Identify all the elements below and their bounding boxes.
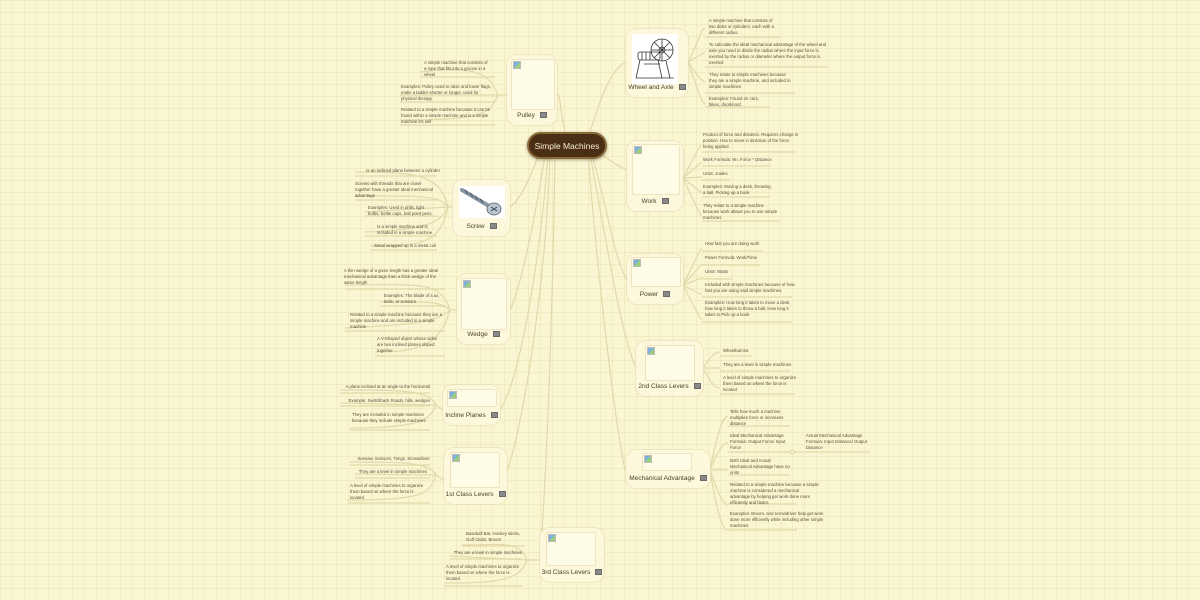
note-text: Metal wrapped up in a metal coil: [374, 243, 436, 248]
node-work[interactable]: Work: [627, 141, 683, 211]
note-text: Work Formula: W= Force * Distance: [703, 157, 772, 162]
note-icon[interactable]: [693, 383, 701, 390]
note-text: A level of simple machines to organize t…: [350, 483, 424, 500]
broken-image-icon: [642, 453, 692, 471]
node-label: Work: [641, 198, 657, 205]
node-mechanical-advantage[interactable]: Mechanical Advantage: [626, 450, 710, 488]
note-text: A level of simple machines to organize t…: [446, 564, 520, 581]
note-text: Baseball Bat, Hockey sticks, Golf Clubs,…: [466, 531, 520, 542]
node-label: Screw: [466, 223, 485, 230]
broken-image-icon: [645, 345, 695, 381]
node-label: Wedge: [467, 331, 488, 338]
note-icon[interactable]: [489, 223, 497, 230]
note-text: Wheelbarrow: [723, 348, 749, 353]
note-icon[interactable]: [699, 475, 707, 482]
note-text: A V-Shaped object whose sides are two in…: [377, 336, 438, 353]
note-icon[interactable]: [492, 331, 500, 338]
note-text: A plane inclined at an angle to the hori…: [345, 384, 430, 389]
note-text: They are a level in simple machines: [723, 362, 792, 367]
note-text: Examples: Used in drills, light bulbs, b…: [368, 205, 432, 216]
node-label: Wheel and Axle: [628, 84, 674, 91]
node-label: Incline Planes: [445, 412, 486, 419]
note-text: Tells how much a machine multiplies forc…: [730, 409, 784, 426]
node-label: Power: [639, 291, 659, 298]
note-icon[interactable]: [595, 569, 603, 576]
note-text: Examples: Pulley used to raise and lower…: [401, 84, 492, 101]
note-text: Examples: Moving a desk, throwing a ball…: [703, 184, 771, 195]
note-text: Examples: How long it takes to move a de…: [705, 300, 791, 317]
note-text: Both Ideal and Actual Mechanical Advanta…: [730, 458, 790, 475]
broken-image-icon: [632, 144, 680, 195]
node-label: 3rd Class Levers: [541, 569, 591, 576]
note-text: Product of force and distance. Requires …: [703, 132, 799, 149]
note-icon[interactable]: [661, 198, 669, 205]
screw-photo: [459, 186, 505, 218]
node-label: 1st Class Levers: [445, 491, 494, 498]
node-3rd-class-levers[interactable]: 3rd Class Levers: [540, 528, 604, 582]
node-1st-class-levers[interactable]: 1st Class Levers: [444, 448, 507, 504]
note-icon[interactable]: [663, 291, 671, 298]
note-text: Actual Mechanical Advantage Formula: Inp…: [806, 433, 867, 450]
note-text: Power Formula: Work/Time: [705, 255, 758, 260]
note-text: A level of simple machines to organize t…: [723, 375, 797, 392]
broken-image-icon: [447, 389, 497, 407]
note-text: Related to a simple machine because they…: [350, 312, 442, 329]
note-text: How fast you are doing work: [705, 241, 760, 246]
note-text: Included with simple machines because of…: [705, 282, 795, 293]
note-text: Ideal Mechanical Advantage Formula: Outp…: [730, 433, 786, 450]
node-label: 2nd Class Levers: [638, 383, 689, 390]
note-icon[interactable]: [498, 491, 506, 498]
note-text: Is a simple machine and is included in a…: [377, 224, 433, 235]
note-text: They are a level in simple machines: [358, 469, 427, 474]
node-label: Mechanical Advantage: [629, 475, 695, 482]
note-text: Seesaw, Scissors, Tongs, Screwdriver: [357, 456, 430, 461]
node-label: Pulley: [517, 112, 535, 119]
node-wedge[interactable]: Wedge: [457, 274, 510, 344]
note-text: Examples: The blade of a ax, knife, or s…: [384, 293, 440, 304]
note-icon[interactable]: [490, 412, 498, 419]
wheel-and-axle-illustration: [632, 34, 678, 84]
broken-image-icon: [461, 278, 507, 330]
broken-image-icon: [631, 257, 681, 287]
node-screw[interactable]: Screw: [453, 180, 510, 236]
note-icon[interactable]: [539, 112, 547, 119]
node-pulley[interactable]: Pulley: [507, 55, 557, 125]
note-icon[interactable]: [678, 84, 686, 91]
note-text: Examples: Found on cars, bikes, doorknor…: [709, 96, 759, 107]
root-node[interactable]: Simple Machines: [527, 132, 607, 159]
note-text: A thin wedge of a given length has a gre…: [344, 268, 439, 285]
node-2nd-class-levers[interactable]: 2nd Class Levers: [636, 341, 703, 396]
root-label: Simple Machines: [534, 140, 600, 151]
note-text: They relate to simple machines because t…: [709, 72, 791, 89]
broken-image-icon: [546, 532, 596, 566]
note-text: They relate to a simple machine because …: [703, 203, 778, 220]
note-text: Units: Joules: [703, 171, 728, 176]
broken-image-icon: [511, 59, 555, 110]
note-text: They are a level in simple machines: [453, 550, 522, 555]
broken-image-icon: [450, 452, 500, 488]
node-power[interactable]: Power: [627, 254, 683, 304]
node-wheel-and-axle[interactable]: Wheel and Axle: [626, 29, 688, 97]
node-incline-planes[interactable]: Incline Planes: [443, 385, 500, 425]
note-text: Units: Watts: [705, 269, 728, 274]
note-text: Related to a simple machine because it c…: [401, 107, 491, 124]
note-text: Example: Switchback Roads, hills, wedges: [348, 398, 430, 403]
note-text: A simple machine that consists of a rope…: [424, 60, 488, 77]
note-text: Examples: Broom, and screwdriver help ge…: [730, 511, 824, 528]
note-text: Is an inclined plane between a cylinder: [366, 168, 440, 173]
note-text: They are included in simple machines bec…: [352, 412, 426, 423]
note-text: Related to a simple machine because a si…: [730, 482, 819, 505]
note-text: Screws with threads that are closer toge…: [355, 181, 433, 198]
note-text: A simple machine that consists of two di…: [709, 18, 774, 35]
note-text: To calculate the ideal mechanical advant…: [709, 42, 827, 65]
